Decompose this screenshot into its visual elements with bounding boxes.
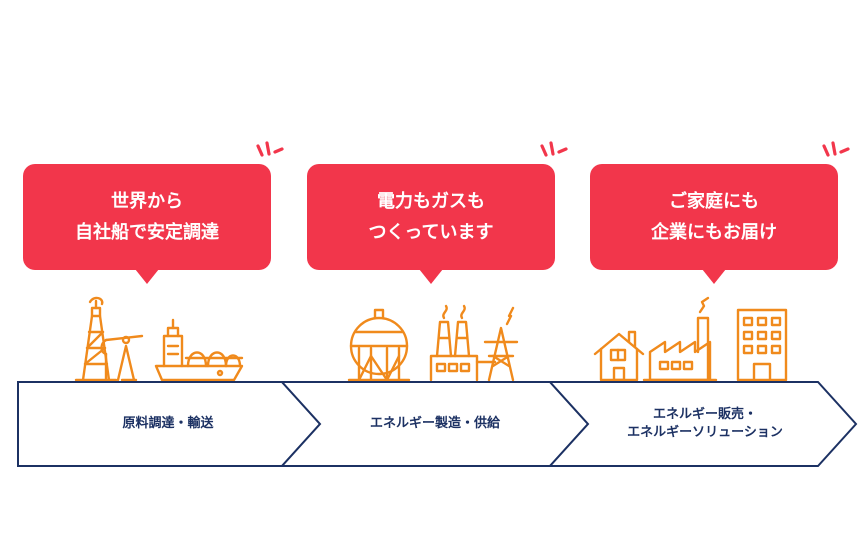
bubble-1-line-1: 世界から — [111, 191, 183, 212]
factory-icon — [642, 296, 718, 382]
bubble-1-line-2: 自社船で安定調達 — [75, 222, 219, 243]
sales-icons — [593, 296, 788, 382]
bubble-tail — [702, 269, 726, 284]
lng-tanker-icon — [154, 318, 244, 382]
house-icon — [593, 330, 645, 382]
step-label-production: エネルギー製造・供給 — [300, 415, 570, 433]
step-arrow-sales — [547, 381, 858, 467]
step-label-sales: エネルギー販売・ エネルギーソリューション — [570, 406, 840, 442]
step-3-line-2: エネルギーソリューション — [627, 425, 783, 440]
power-pylon-icon — [483, 306, 519, 382]
pumpjack-icon — [100, 334, 144, 382]
sparkle-icon — [256, 141, 284, 157]
procurement-icons — [74, 296, 244, 382]
oil-rig-icon — [74, 296, 118, 382]
production-icons — [347, 304, 519, 382]
speech-bubble-procurement: 世界から 自社船で安定調達 — [23, 164, 271, 284]
process-flow — [17, 381, 858, 467]
bubble-tail — [419, 269, 443, 284]
bubble-2-line-2: つくっています — [368, 222, 494, 243]
speech-bubble-sales: ご家庭にも 企業にもお届け — [590, 164, 838, 284]
sparkle-icon — [822, 141, 850, 157]
step-3-line-1: エネルギー販売・ — [652, 407, 757, 422]
step-label-procurement: 原料調達・輸送 — [18, 415, 318, 433]
bubble-tail — [135, 269, 159, 284]
step-1-line-1: 原料調達・輸送 — [122, 416, 214, 431]
bubble-2-line-1: 電力もガスも — [377, 191, 485, 212]
bubble-3-line-1: ご家庭にも — [669, 191, 759, 212]
office-building-icon — [736, 308, 788, 382]
speech-bubble-production: 電力もガスも つくっています — [307, 164, 555, 284]
step-2-line-1: エネルギー製造・供給 — [369, 416, 500, 431]
bubble-3-line-2: 企業にもお届け — [651, 222, 777, 243]
gas-tank-icon — [347, 308, 411, 382]
sparkle-icon — [540, 141, 568, 157]
